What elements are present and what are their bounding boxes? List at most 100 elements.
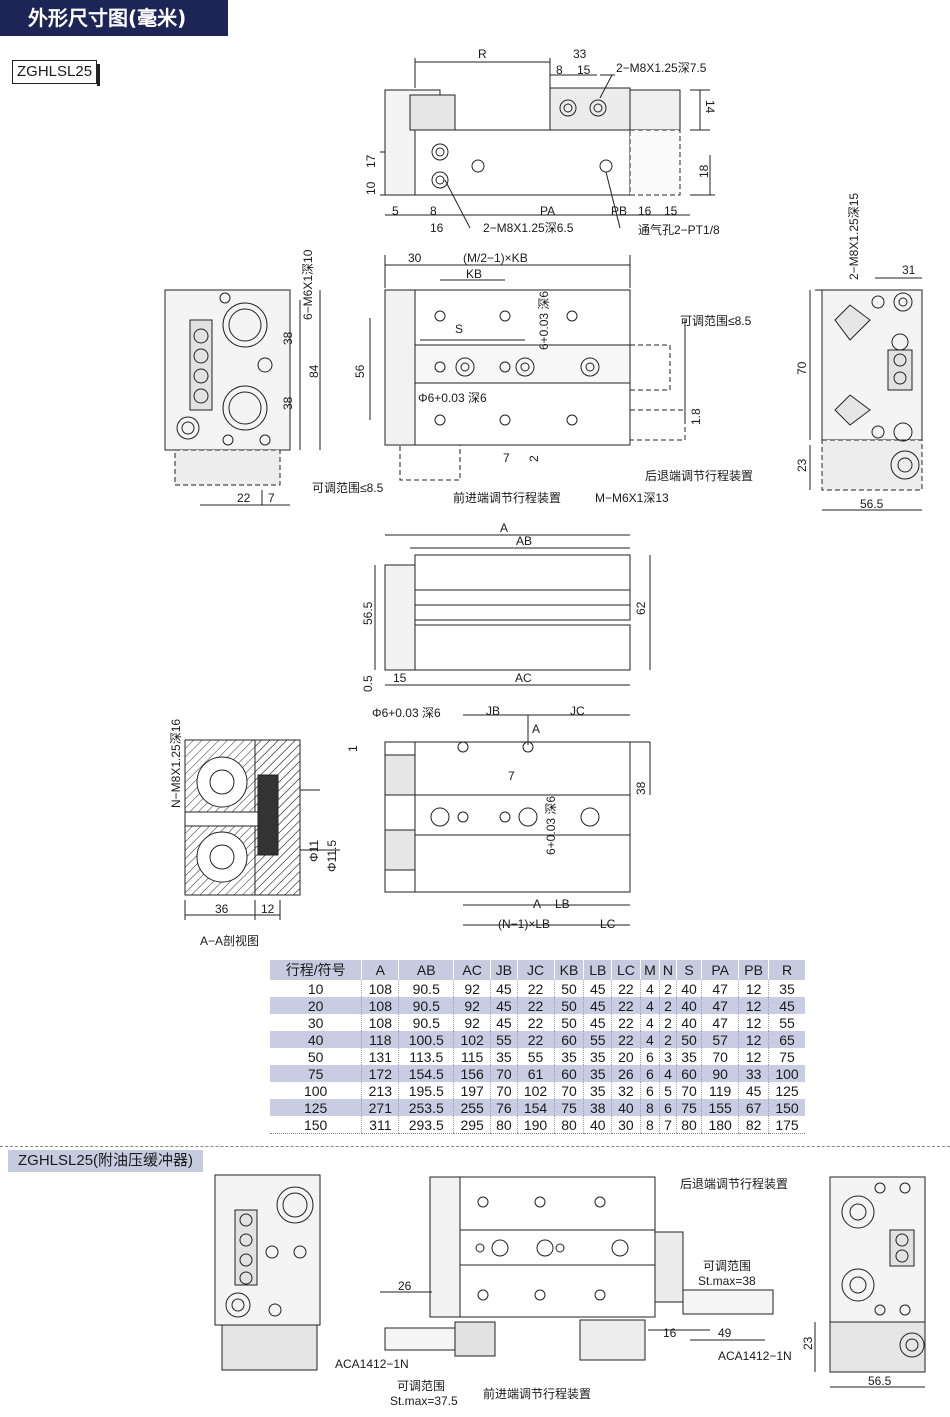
- table-cell: 75: [553, 1099, 584, 1116]
- table-cell: 40: [675, 980, 702, 997]
- table-header-cell: A: [361, 960, 399, 980]
- table-header-cell: JC: [516, 960, 555, 980]
- dim-15c: 15: [393, 671, 407, 685]
- table-cell: 35: [583, 1082, 612, 1099]
- table-cell: 40: [675, 1014, 702, 1031]
- table-cell: 35: [675, 1048, 702, 1065]
- table-cell: 22: [516, 980, 555, 997]
- table-cell: 55: [768, 1014, 805, 1031]
- table-header-cell: PA: [701, 960, 739, 980]
- table-cell: 80: [553, 1116, 584, 1134]
- s2-dim-56-5: 56.5: [868, 1374, 892, 1388]
- table-cell: 156: [453, 1065, 491, 1082]
- top-view: [380, 58, 715, 229]
- dim-mkb: (M/2−1)×KB: [463, 251, 528, 265]
- table-header-cell: M: [639, 960, 660, 980]
- table-cell: 55: [583, 1031, 612, 1048]
- dim-A3: A: [533, 897, 541, 911]
- dim-70: 70: [795, 361, 809, 375]
- table-cell: 22: [611, 980, 641, 997]
- table-cell: 75: [270, 1065, 362, 1082]
- depth-spec-2: 6+0.03 深6: [544, 796, 558, 855]
- section-aa: [184, 739, 340, 920]
- dim-S: S: [455, 322, 463, 336]
- table-cell: 92: [453, 997, 491, 1014]
- table-cell: 55: [516, 1048, 555, 1065]
- table-cell: 35: [768, 980, 805, 997]
- table-cell: 7: [659, 1116, 677, 1134]
- dim-7b: 7: [503, 451, 510, 465]
- table-cell: 60: [553, 1065, 584, 1082]
- dim-A2: A: [532, 722, 540, 736]
- table-cell: 80: [675, 1116, 702, 1134]
- table-cell: 6: [639, 1065, 660, 1082]
- table-cell: 119: [701, 1082, 739, 1099]
- table-cell: 108: [361, 1014, 399, 1031]
- dim-A: A: [500, 521, 508, 535]
- bottom-view: [384, 714, 651, 926]
- table-cell: 40: [270, 1031, 362, 1048]
- table-header-cell: LB: [583, 960, 612, 980]
- rear-adjuster-label: 后退端调节行程装置: [645, 468, 753, 483]
- dim-phi11-5: Φ11.5: [325, 840, 339, 872]
- table-cell: 12: [738, 1031, 769, 1048]
- thread-m6-10: 6−M6X1深10: [301, 249, 315, 320]
- dim-56-5b: 56.5: [361, 601, 375, 625]
- dim-22: 22: [237, 491, 251, 505]
- s2-dim-16: 16: [663, 1326, 677, 1340]
- table-cell: 50: [553, 997, 584, 1014]
- dim-33: 33: [573, 47, 587, 61]
- table-cell: 22: [516, 1014, 555, 1031]
- dim-AB: AB: [516, 534, 532, 548]
- table-cell: 26: [611, 1065, 641, 1082]
- table-header-cell: R: [768, 960, 805, 980]
- table-cell: 2: [659, 980, 677, 997]
- table-cell: 3: [659, 1048, 677, 1065]
- table-cell: 172: [361, 1065, 399, 1082]
- table-header-cell: AB: [398, 960, 454, 980]
- page-title: 外形尺寸图(毫米): [0, 0, 228, 36]
- dim-1-8: 1.8: [689, 408, 703, 425]
- dim-38c: 38: [634, 781, 648, 795]
- range-label-1: 可调范围≤8.5: [680, 314, 752, 328]
- table-cell: 30: [611, 1116, 641, 1134]
- table-cell: 10: [307, 980, 324, 997]
- s2-aca-left: ACA1412−1N: [335, 1357, 409, 1371]
- end-view-left: [164, 289, 321, 506]
- table-cell: 90.5: [398, 997, 454, 1014]
- dim-56: 56: [353, 364, 367, 378]
- dim-PA: PA: [540, 204, 555, 218]
- table-cell: 75: [675, 1099, 702, 1116]
- table-cell: 118: [361, 1031, 399, 1048]
- table-cell: 155: [701, 1099, 739, 1116]
- table-cell: 40: [675, 997, 702, 1014]
- side-view: [374, 534, 651, 686]
- table-cell: 100.5: [398, 1031, 454, 1048]
- s2-range-label: 可调范围: [703, 1259, 751, 1273]
- table-cell: 22: [516, 997, 555, 1014]
- dim-0-5: 0.5: [361, 675, 375, 692]
- dim-18: 18: [697, 164, 711, 178]
- dim-LB: LB: [555, 897, 570, 911]
- table-header-cell: KB: [553, 960, 584, 980]
- s2-stmax-37-5: St.max=37.5: [390, 1394, 458, 1408]
- table-cell: 100: [303, 1082, 328, 1099]
- section-aa-caption: A−A剖视图: [200, 933, 259, 948]
- table-cell: 35: [553, 1048, 584, 1065]
- table-cell: 271: [361, 1099, 399, 1116]
- table-cell: 50: [675, 1031, 702, 1048]
- table-cell: 197: [453, 1082, 491, 1099]
- table-header-cell: JB: [490, 960, 518, 980]
- dim-JB: JB: [486, 704, 500, 718]
- table-header-cell: S: [675, 960, 702, 980]
- dim-JC: JC: [570, 704, 585, 718]
- s2-front-adjuster: 前进端调节行程装置: [483, 1386, 591, 1401]
- table-cell: 12: [738, 1014, 769, 1031]
- table-cell: 45: [583, 980, 612, 997]
